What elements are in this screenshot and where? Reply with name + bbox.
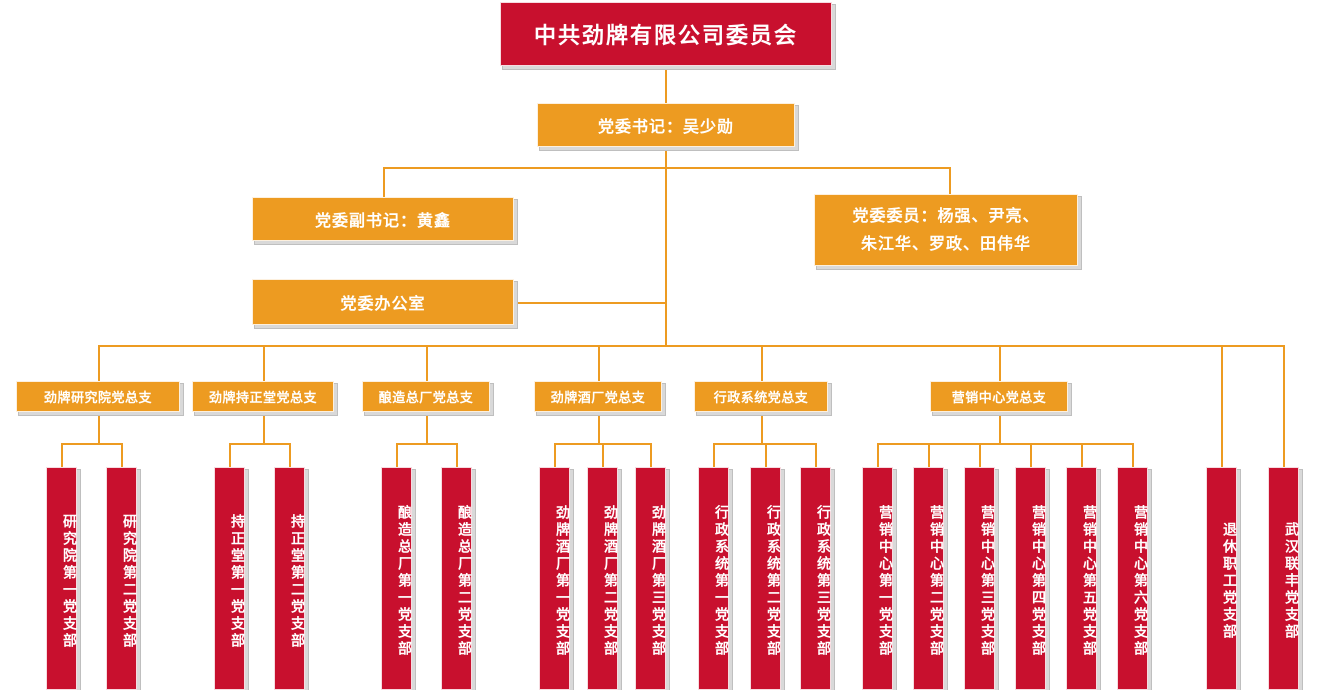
node-party-office[interactable]: 党委办公室 [252,279,514,325]
connector-gb4-stem [598,412,600,443]
connector-gb4-child-3 [650,443,652,467]
branch-liquor-1[interactable]: 劲牌酒厂第一党支部 [539,467,570,690]
connector-gb6-bar [877,443,1132,445]
connector-bus-drop-1 [98,345,100,381]
connector-gb3-child-2 [456,443,458,467]
connector-bus-drop-2 [263,345,265,381]
connector-bus-drop-3 [426,345,428,381]
connector-gb1-bar [61,443,121,445]
branch-liquor-2[interactable]: 劲牌酒厂第二党支部 [587,467,618,690]
connector-bus-drop-retiree [1221,345,1223,467]
connector-bus-drop-4 [598,345,600,381]
general-branch-chizhengtang[interactable]: 劲牌持正堂党总支 [192,381,334,412]
connector-gb5-child-2 [765,443,767,467]
connector-bar-level2 [383,167,951,169]
committee-members-line2: 朱江华、罗政、田伟华 [860,234,1031,253]
node-deputy-secretary[interactable]: 党委副书记：黄鑫 [252,197,514,241]
branch-chizhengtang-2[interactable]: 持正堂第二党支部 [274,467,305,690]
general-branch-brewing-plant[interactable]: 酿造总厂党总支 [362,381,490,412]
connector-office-to-spine [514,302,666,304]
branch-brewing-1[interactable]: 酿造总厂第一党支部 [381,467,412,690]
connector-gb6-child-3 [979,443,981,467]
connector-gb3-child-1 [396,443,398,467]
connector-gb6-stem [999,412,1001,443]
connector-gb4-child-2 [602,443,604,467]
connector-root-to-secretary [665,66,667,103]
connector-gb3-stem [426,412,428,443]
branch-research-1[interactable]: 研究院第一党支部 [46,467,77,690]
branch-marketing-6[interactable]: 营销中心第六党支部 [1117,467,1148,690]
branch-marketing-5[interactable]: 营销中心第五党支部 [1066,467,1097,690]
branch-admin-3[interactable]: 行政系统第三党支部 [800,467,831,690]
connector-gb3-bar [396,443,456,445]
connector-gb2-child-2 [289,443,291,467]
connector-gb6-child-6 [1132,443,1134,467]
branch-retired-workers[interactable]: 退休职工党支部 [1206,467,1237,690]
connector-main-bus [98,345,1283,347]
connector-gb5-bar [713,443,815,445]
branch-marketing-2[interactable]: 营销中心第二党支部 [913,467,944,690]
connector-gb6-child-5 [1081,443,1083,467]
branch-admin-1[interactable]: 行政系统第一党支部 [698,467,729,690]
branch-research-2[interactable]: 研究院第二党支部 [106,467,137,690]
general-branch-research-institute[interactable]: 劲牌研究院党总支 [16,381,180,412]
general-branch-administration[interactable]: 行政系统党总支 [694,381,828,412]
connector-gb5-stem [761,412,763,443]
connector-spine-main [665,147,667,345]
branch-marketing-1[interactable]: 营销中心第一党支部 [862,467,893,690]
connector-bus-drop-6 [999,345,1001,381]
general-branch-marketing-center[interactable]: 营销中心党总支 [930,381,1068,412]
connector-gb1-child-1 [61,443,63,467]
connector-gb5-child-3 [815,443,817,467]
branch-admin-2[interactable]: 行政系统第二党支部 [750,467,781,690]
connector-gb2-bar [229,443,289,445]
connector-to-members [949,167,951,194]
committee-members-line1: 党委委员：杨强、尹亮、 [852,206,1040,225]
branch-brewing-2[interactable]: 酿造总厂第二党支部 [441,467,472,690]
connector-bus-drop-wuhan [1283,345,1285,467]
connector-gb2-stem [263,412,265,443]
connector-gb6-child-1 [877,443,879,467]
connector-bus-drop-5 [761,345,763,381]
node-party-secretary[interactable]: 党委书记：吴少勋 [537,103,795,147]
connector-gb1-child-2 [121,443,123,467]
branch-wuhan-lianfeng[interactable]: 武汉联丰党支部 [1268,467,1299,690]
connector-gb2-child-1 [229,443,231,467]
connector-gb1-stem [98,412,100,443]
connector-gb6-child-2 [928,443,930,467]
general-branch-liquor-factory[interactable]: 劲牌酒厂党总支 [534,381,662,412]
branch-marketing-3[interactable]: 营销中心第三党支部 [964,467,995,690]
branch-liquor-3[interactable]: 劲牌酒厂第三党支部 [635,467,666,690]
connector-gb6-child-4 [1030,443,1032,467]
node-committee-members[interactable]: 党委委员：杨强、尹亮、 朱江华、罗政、田伟华 [814,194,1078,266]
connector-gb5-child-1 [713,443,715,467]
connector-to-deputy [383,167,385,197]
connector-gb4-child-1 [554,443,556,467]
root-node-party-committee[interactable]: 中共劲牌有限公司委员会 [500,2,832,66]
branch-chizhengtang-1[interactable]: 持正堂第一党支部 [214,467,245,690]
branch-marketing-4[interactable]: 营销中心第四党支部 [1015,467,1046,690]
